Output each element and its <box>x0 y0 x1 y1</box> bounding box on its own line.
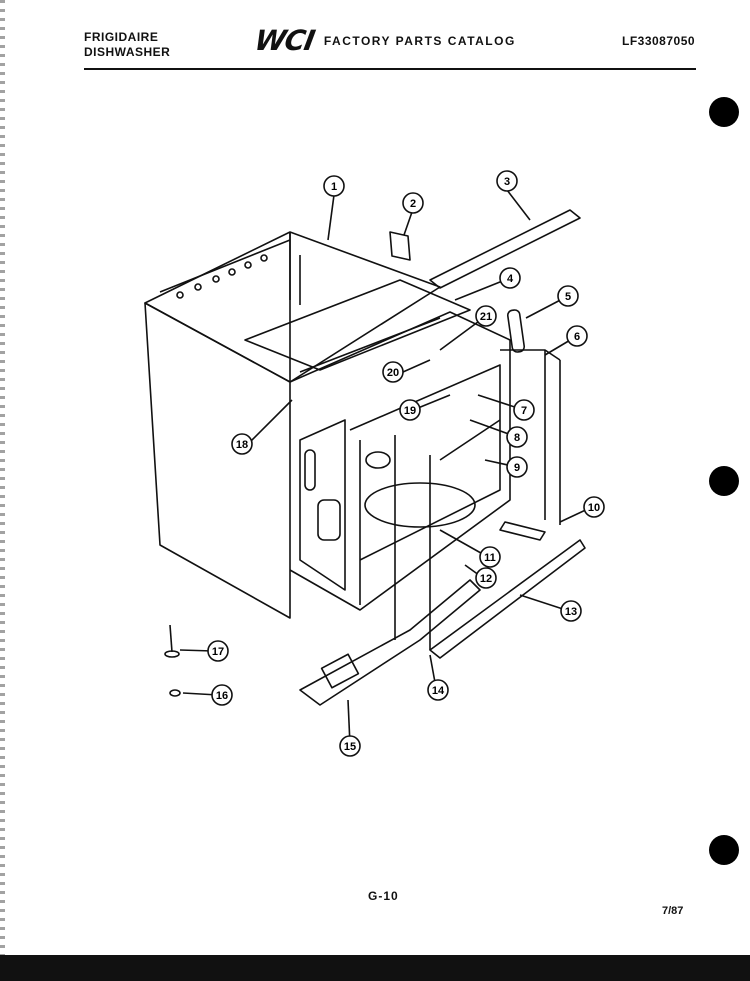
svg-text:10: 10 <box>588 502 600 514</box>
screw-shank <box>169 624 173 653</box>
screw-head <box>164 650 180 658</box>
callout-17: 17 <box>207 640 229 662</box>
svg-text:17: 17 <box>212 646 224 658</box>
callout-16: 16 <box>211 684 233 706</box>
callout-markers: 1 2 3 4 5 21 6 20 19 7 18 8 9 10 11 12 1… <box>207 170 605 757</box>
base-bracket <box>499 521 546 541</box>
svg-text:15: 15 <box>344 741 356 753</box>
catalog-title: FACTORY PARTS CATALOG <box>323 33 516 48</box>
callout-9: 9 <box>506 456 528 478</box>
svg-text:9: 9 <box>514 462 520 474</box>
svg-text:19: 19 <box>404 405 416 417</box>
callout-2: 2 <box>402 192 424 214</box>
cabinet-side-panel <box>144 302 291 619</box>
svg-text:16: 16 <box>216 690 228 702</box>
callout-1: 1 <box>323 175 345 197</box>
svg-text:1: 1 <box>331 181 337 193</box>
brand-name: FRIGIDAIRE <box>84 30 159 44</box>
binder-hole-middle <box>709 466 739 496</box>
catalog-title-block: WCI FACTORY PARTS CATALOG <box>252 24 516 57</box>
model-number: LF33087050 <box>622 34 696 48</box>
svg-text:21: 21 <box>480 311 492 323</box>
callout-8: 8 <box>506 426 528 448</box>
callout-4: 4 <box>499 267 521 289</box>
svg-text:12: 12 <box>480 573 492 585</box>
washer <box>169 689 181 697</box>
callout-5: 5 <box>557 285 579 307</box>
top-holes <box>176 254 268 299</box>
mounting-bracket <box>389 231 411 261</box>
binder-hole-top <box>709 97 739 127</box>
vent-strip <box>506 309 526 353</box>
callout-13: 13 <box>560 600 582 622</box>
callout-19: 19 <box>399 399 421 421</box>
header-brand-block: FRIGIDAIRE DISHWASHER <box>84 30 170 60</box>
tub-inner-back <box>349 364 501 561</box>
page-number: G-10 <box>368 889 399 903</box>
callout-18: 18 <box>231 433 253 455</box>
callout-15: 15 <box>339 735 361 757</box>
door-gasket <box>544 350 561 525</box>
callout-21: 21 <box>475 305 497 327</box>
scan-bottom-band <box>0 955 750 981</box>
svg-text:20: 20 <box>387 367 399 379</box>
callout-11: 11 <box>479 546 501 568</box>
svg-text:8: 8 <box>514 432 520 444</box>
callout-7: 7 <box>513 399 535 421</box>
callout-20: 20 <box>382 361 404 383</box>
product-name: DISHWASHER <box>84 45 171 59</box>
tub-top-panel <box>244 279 471 371</box>
top-brace <box>429 209 581 289</box>
bottom-strip <box>429 539 586 659</box>
svg-text:3: 3 <box>504 176 510 188</box>
header-rule <box>84 68 696 70</box>
svg-text:5: 5 <box>565 291 571 303</box>
svg-text:2: 2 <box>410 198 416 210</box>
tub-outline <box>289 311 511 611</box>
scan-edge <box>0 0 5 955</box>
callout-3: 3 <box>496 170 518 192</box>
bottom-rail <box>299 579 481 706</box>
callout-10: 10 <box>583 496 605 518</box>
tub-side-detail <box>299 419 346 591</box>
tub-sump <box>364 482 476 528</box>
binder-hole-bottom <box>709 835 739 865</box>
svg-text:7: 7 <box>521 405 527 417</box>
svg-text:11: 11 <box>484 552 496 564</box>
svg-text:6: 6 <box>574 331 580 343</box>
svg-text:4: 4 <box>507 273 514 285</box>
svg-text:18: 18 <box>236 439 248 451</box>
cabinet-drawing <box>144 189 593 746</box>
callout-14: 14 <box>427 679 449 701</box>
callout-12: 12 <box>475 567 497 589</box>
svg-text:14: 14 <box>432 685 445 697</box>
callout-6: 6 <box>566 325 588 347</box>
catalog-date: 7/87 <box>662 905 684 917</box>
svg-text:13: 13 <box>565 606 577 618</box>
